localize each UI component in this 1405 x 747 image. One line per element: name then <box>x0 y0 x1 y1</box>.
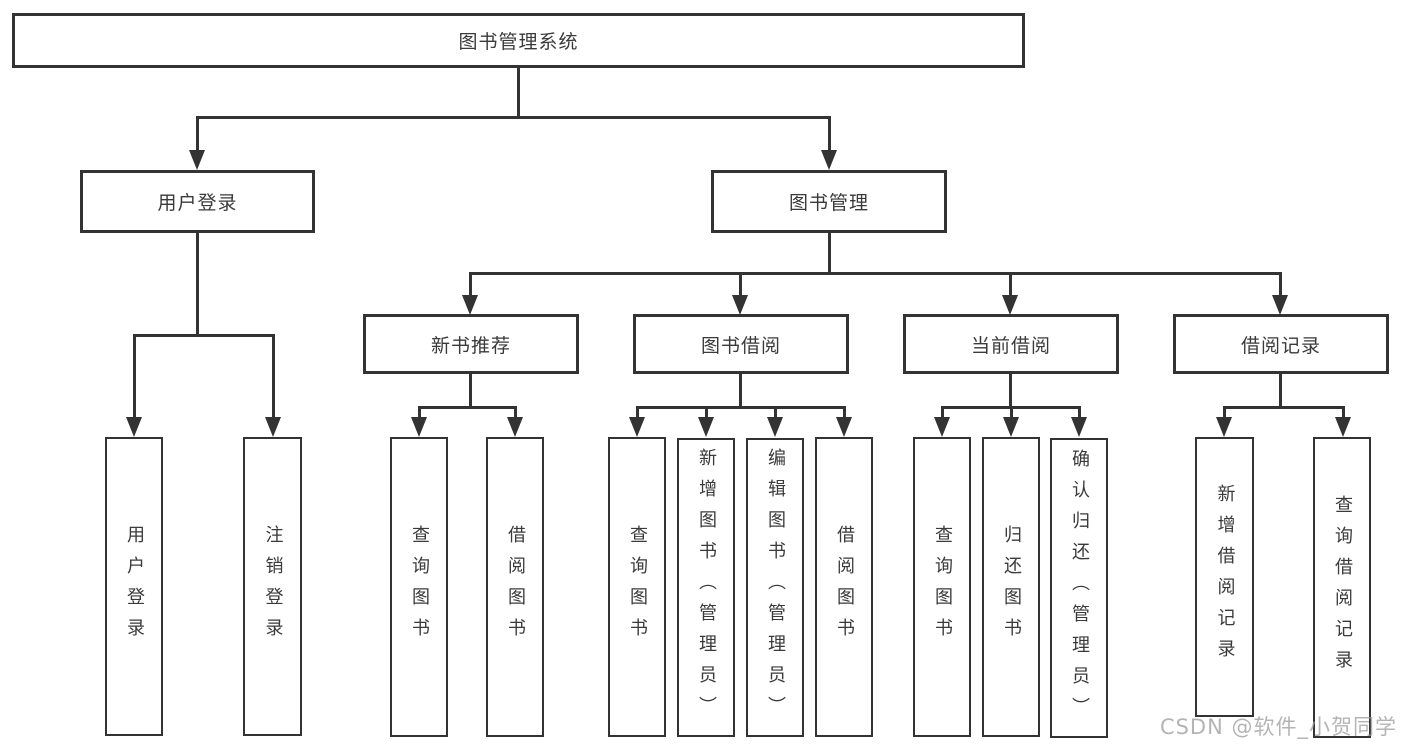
connector-line <box>1078 406 1081 418</box>
node-label: 新书推荐 <box>430 334 511 357</box>
arrow-down-icon <box>732 295 748 315</box>
arrow-down-icon <box>698 417 714 437</box>
node-user-login: 用户登录 <box>80 170 315 233</box>
leaf-borrow-borrow-books: 借阅图书 <box>815 437 873 737</box>
leaf-current-query-books: 查询图书 <box>913 437 971 737</box>
connector-line <box>828 233 831 274</box>
connector-line <box>843 406 846 418</box>
node-label: 图书管理系统 <box>458 31 579 53</box>
connector-line <box>1279 374 1282 408</box>
connector-line <box>469 374 472 408</box>
arrow-down-icon <box>821 150 837 170</box>
leaf-recommend-query-books: 查询图书 <box>390 437 448 737</box>
connector-line <box>828 116 831 152</box>
node-label: 图书借阅 <box>700 334 781 357</box>
arrow-down-icon <box>934 417 950 437</box>
node-new-book-recommend: 新书推荐 <box>363 314 579 374</box>
connector-line <box>133 334 136 418</box>
connector-line <box>517 68 520 118</box>
arrow-down-icon <box>767 417 783 437</box>
arrow-down-icon <box>1272 295 1288 315</box>
leaf-label: 确认归还（管理员） <box>1069 448 1090 728</box>
connector-line <box>469 272 1281 275</box>
leaf-label: 归还图书 <box>1001 525 1022 649</box>
leaf-label: 查询借阅记录 <box>1332 494 1353 681</box>
arrow-down-icon <box>1003 417 1019 437</box>
connector-line <box>272 334 275 418</box>
connector-line <box>1342 406 1345 418</box>
connector-line <box>514 406 517 418</box>
arrow-down-icon <box>1002 295 1018 315</box>
leaf-logout: 注销登录 <box>243 437 302 736</box>
arrow-down-icon <box>836 417 852 437</box>
connector-line <box>636 406 845 409</box>
leaf-label: 借阅图书 <box>834 525 855 649</box>
leaf-current-return-books: 归还图书 <box>982 437 1040 737</box>
connector-line <box>941 406 944 418</box>
node-label: 图书管理 <box>788 192 869 214</box>
connector-line <box>739 374 742 408</box>
arrow-down-icon <box>189 150 205 170</box>
leaf-borrow-query-books: 查询图书 <box>608 437 666 737</box>
connector-line <box>1279 272 1282 297</box>
leaf-user-login: 用户登录 <box>105 437 163 736</box>
connector-line <box>774 406 777 418</box>
connector-line <box>196 233 199 336</box>
leaf-label: 查询图书 <box>932 525 953 649</box>
connector-line <box>418 406 421 418</box>
connector-line <box>739 272 742 297</box>
leaf-borrow-edit-books-admin: 编辑图书（管理员） <box>746 438 804 737</box>
node-label: 当前借阅 <box>970 334 1051 357</box>
connector-line <box>418 406 516 409</box>
leaf-records-query-record: 查询借阅记录 <box>1313 437 1371 738</box>
arrow-down-icon <box>1216 417 1232 437</box>
leaf-label: 新增借阅记录 <box>1214 484 1236 670</box>
leaf-borrow-add-books-admin: 新增图书（管理员） <box>677 438 735 737</box>
node-root-system: 图书管理系统 <box>12 13 1025 68</box>
connector-line <box>196 116 199 152</box>
connector-line <box>1223 406 1226 418</box>
leaf-label: 新增图书（管理员） <box>696 448 717 727</box>
connector-line <box>196 116 831 119</box>
connector-line <box>469 272 472 297</box>
connector-line <box>1009 272 1012 297</box>
connector-line <box>636 406 639 418</box>
leaf-label: 借阅图书 <box>505 525 526 649</box>
leaf-label: 注销登录 <box>262 524 284 649</box>
arrow-down-icon <box>411 417 427 437</box>
arrow-down-icon <box>507 417 523 437</box>
connector-line <box>133 334 274 337</box>
node-book-management: 图书管理 <box>711 170 947 233</box>
leaf-label: 查询图书 <box>409 525 430 649</box>
node-label: 借阅记录 <box>1240 334 1321 357</box>
arrow-down-icon <box>126 417 142 437</box>
arrow-down-icon <box>1335 417 1351 437</box>
connector-line <box>1010 406 1013 418</box>
connector-line <box>1009 374 1012 408</box>
connector-line <box>1223 406 1344 409</box>
leaf-label: 编辑图书（管理员） <box>765 448 786 727</box>
leaf-records-add-record: 新增借阅记录 <box>1195 437 1254 717</box>
leaf-label: 用户登录 <box>124 524 145 649</box>
connector-line <box>705 406 708 418</box>
node-book-borrow: 图书借阅 <box>633 314 849 374</box>
node-borrow-records: 借阅记录 <box>1173 314 1389 374</box>
node-label: 用户登录 <box>157 192 238 214</box>
leaf-recommend-borrow-books: 借阅图书 <box>486 437 544 737</box>
arrow-down-icon <box>1071 417 1087 437</box>
node-current-borrow: 当前借阅 <box>903 314 1119 374</box>
arrow-down-icon <box>462 295 478 315</box>
leaf-label: 查询图书 <box>627 525 648 649</box>
leaf-current-confirm-return-admin: 确认归还（管理员） <box>1050 438 1108 738</box>
arrow-down-icon <box>265 417 281 437</box>
arrow-down-icon <box>629 417 645 437</box>
